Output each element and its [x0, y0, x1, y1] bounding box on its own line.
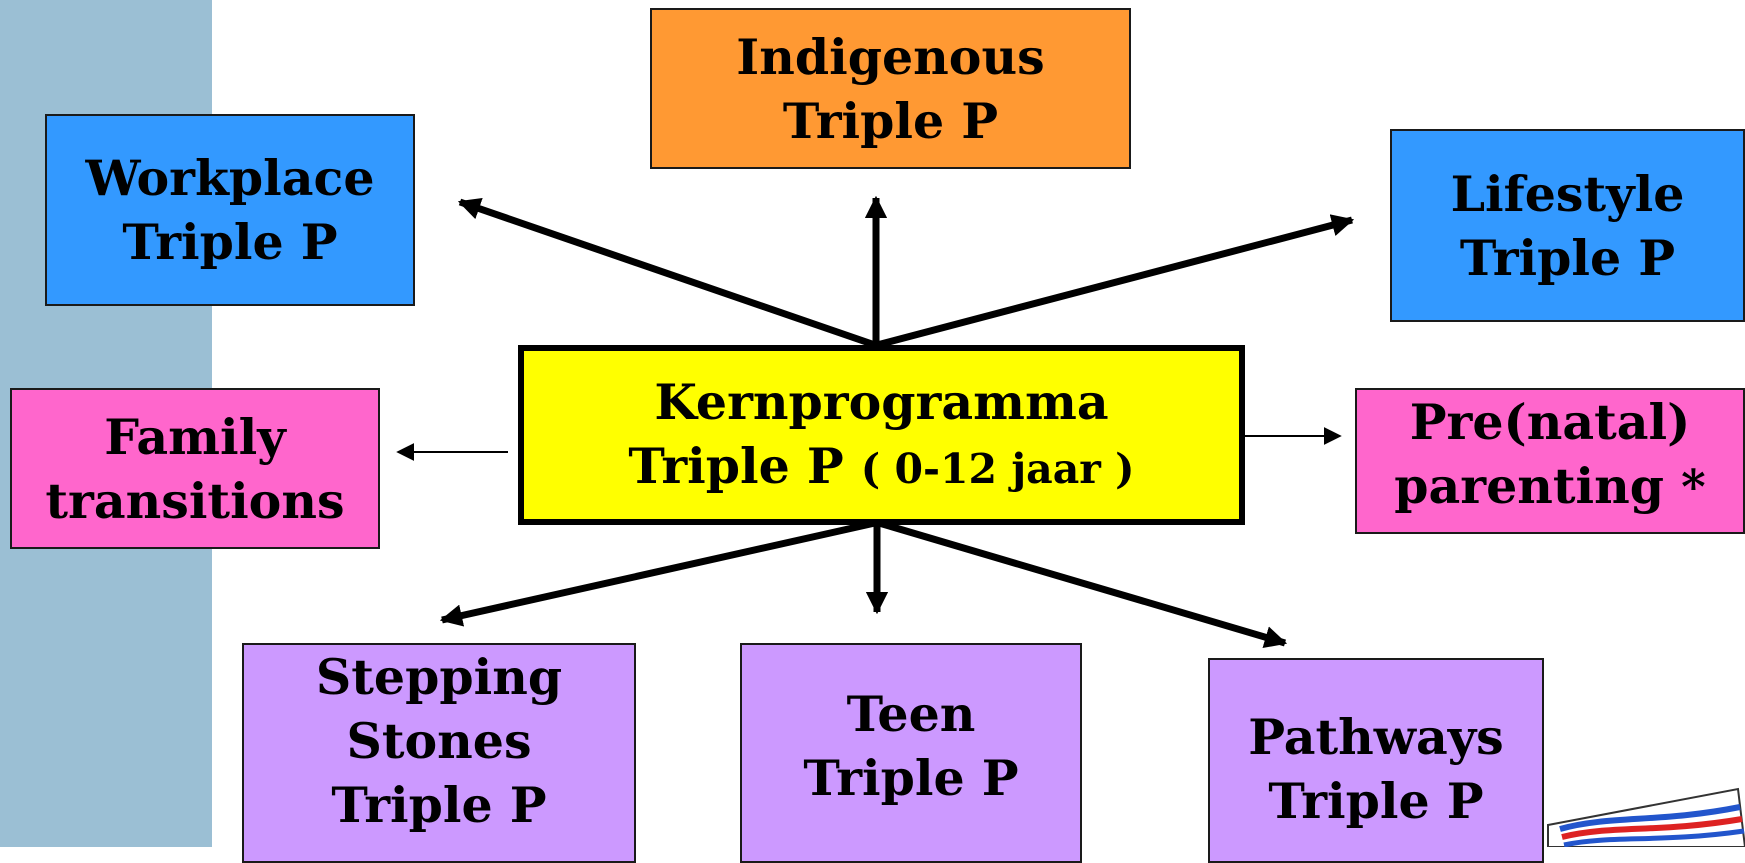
arrow-to-pathways: [878, 519, 1288, 649]
arrow-to-lifestyle: [876, 214, 1355, 349]
kernprogramma-core-box: Kernprogramma Triple P ( 0-12 jaar ): [518, 345, 1245, 525]
core-line1: Kernprogramma: [654, 372, 1109, 431]
pathways-triple-p-box: Pathways Triple P: [1208, 658, 1544, 863]
core-age-range: ( 0-12 jaar ): [860, 444, 1135, 493]
arrow-to-stepping-stones: [439, 519, 876, 627]
arrow-to-workplace: [457, 197, 877, 349]
family-transitions-box: Family transitions: [10, 388, 380, 549]
indigenous-line1: Indigenous: [736, 27, 1045, 86]
prenatal-parenting-box: Pre(natal) parenting *: [1355, 388, 1745, 534]
core-line2: Triple P ( 0-12 jaar ): [628, 434, 1134, 501]
stepping-stones-triple-p-box: Stepping Stones Triple P: [242, 643, 636, 863]
indigenous-triple-p-box: Indigenous Triple P: [650, 8, 1131, 169]
stepping-stones-line1: Stepping: [315, 648, 563, 706]
core-line2-main: Triple P: [628, 436, 844, 495]
teen-line1: Teen: [846, 685, 976, 743]
family-transitions-line2: transitions: [45, 471, 345, 530]
teen-triple-p-box: Teen Triple P: [740, 643, 1082, 863]
family-transitions-line1: Family: [104, 407, 286, 466]
lifestyle-line2: Triple P: [1459, 228, 1676, 287]
workplace-line2: Triple P: [122, 213, 338, 271]
striped-flag-logo-icon: [1547, 787, 1745, 847]
prenatal-line2-wrap: parenting *: [1394, 454, 1705, 520]
prenatal-line2: parenting: [1394, 457, 1665, 515]
prenatal-asterisk: *: [1681, 460, 1706, 515]
teen-line2: Triple P: [803, 749, 1019, 807]
pathways-line1: Pathways: [1248, 708, 1504, 766]
prenatal-line1: Pre(natal): [1409, 393, 1691, 451]
pathways-line2: Triple P: [1268, 772, 1484, 830]
workplace-line1: Workplace: [85, 149, 375, 207]
lifestyle-line1: Lifestyle: [1450, 164, 1685, 223]
stepping-stones-line3: Triple P: [331, 776, 547, 834]
workplace-triple-p-box: Workplace Triple P: [45, 114, 415, 306]
indigenous-line2: Triple P: [782, 91, 999, 150]
stepping-stones-line2: Stones: [346, 712, 532, 770]
lifestyle-triple-p-box: Lifestyle Triple P: [1390, 129, 1745, 322]
